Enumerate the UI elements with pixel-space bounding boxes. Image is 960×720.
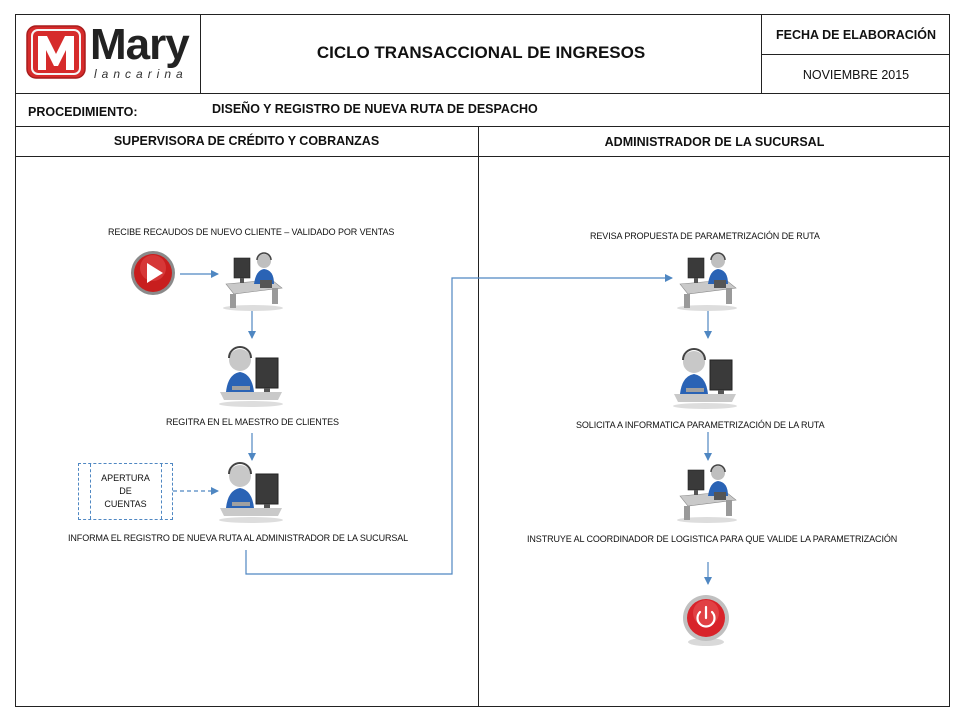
- step-label-2: REGITRA EN EL MAESTRO DE CLIENTES: [166, 417, 339, 427]
- company-logo: Mary lancarina: [26, 20, 196, 82]
- annotation-line-1: APERTURA: [101, 473, 150, 483]
- procedure-value: DISEÑO Y REGISTRO DE NUEVA RUTA DE DESPA…: [212, 102, 538, 116]
- power-button-icon: [683, 595, 729, 646]
- step-label-4: REVISA PROPUESTA DE PARAMETRIZACIÓN DE R…: [590, 231, 820, 241]
- step-label-3: INFORMA EL REGISTRO DE NUEVA RUTA AL ADM…: [68, 533, 409, 543]
- step-label-6: INSTRUYE AL COORDINADOR DE LOGISTICA PAR…: [527, 534, 898, 544]
- procedure-label: PROCEDIMIENTO:: [28, 105, 138, 119]
- person-at-computer-icon: [223, 252, 283, 311]
- person-at-computer-icon: [219, 346, 283, 407]
- logo-m-badge-icon: [26, 25, 86, 79]
- title-cell: [200, 14, 762, 94]
- person-at-computer-icon: [673, 348, 737, 409]
- lane-title-credit-supervisor: SUPERVISORA DE CRÉDITO Y COBRANZAS: [113, 134, 380, 148]
- annotation-inner-divider-left: [90, 464, 91, 519]
- logo-sub: lancarina: [94, 67, 188, 81]
- date-value: NOVIEMBRE 2015: [802, 68, 910, 82]
- person-at-computer-icon: [677, 464, 737, 523]
- person-at-computer-icon: [219, 462, 283, 523]
- arrow-step3-to-step4: [245, 274, 673, 575]
- lane-divider: [478, 126, 479, 707]
- play-button-icon: [131, 251, 175, 295]
- annotation-box: APERTURA DE CUENTAS: [78, 463, 173, 520]
- logo-brand: Mary: [90, 20, 190, 69]
- annotation-inner-divider-right: [161, 464, 162, 519]
- date-divider: [762, 54, 950, 55]
- page-title: CICLO TRANSACCIONAL DE INGRESOS: [316, 43, 646, 62]
- step-label-1: RECIBE RECAUDOS DE NUEVO CLIENTE – VALID…: [108, 227, 395, 237]
- date-label: FECHA DE ELABORACIÓN: [776, 28, 936, 42]
- annotation-line-2: DE: [119, 486, 132, 496]
- lane-title-branch-administrator: ADMINISTRADOR DE LA SUCURSAL: [604, 135, 825, 149]
- step-label-5: SOLICITA A INFORMATICA PARAMETRIZACIÓN D…: [576, 420, 825, 430]
- person-at-computer-icon: [677, 252, 737, 311]
- lanes-body: [15, 156, 950, 707]
- annotation-line-3: CUENTAS: [104, 499, 147, 509]
